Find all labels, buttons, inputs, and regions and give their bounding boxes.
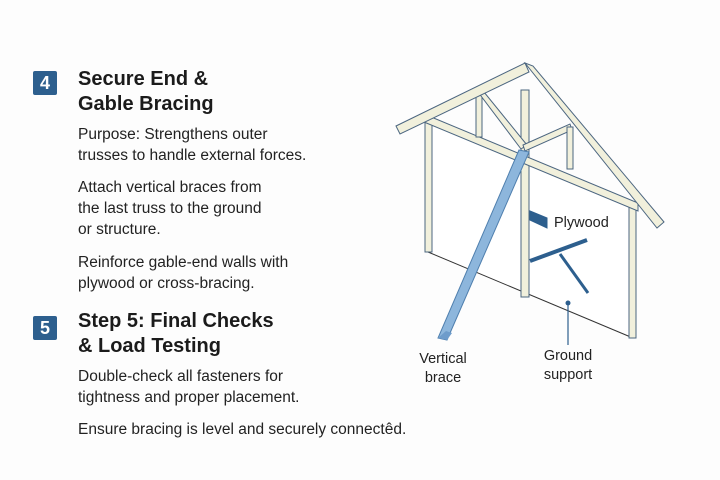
label-line: support xyxy=(543,367,593,383)
cross-brace xyxy=(558,253,590,294)
ground-line xyxy=(427,251,634,339)
text-line: tightness and proper placement. xyxy=(78,389,300,406)
label-line: brace xyxy=(424,370,462,386)
text-line: Double-check all fasteners for xyxy=(78,368,284,385)
step-5-bracing-text: Ensure bracing is level and securely con… xyxy=(78,419,406,440)
step-5-fasteners-text: Double-check all fasteners for tightness… xyxy=(78,366,299,408)
text-line: Purpose: Strengthens outer xyxy=(78,126,268,143)
web xyxy=(475,94,483,138)
step-4-badge: 4 xyxy=(33,71,57,95)
step-4-purpose: Purpose: Strengthens outer trusses to ha… xyxy=(78,124,306,166)
left-rafter xyxy=(395,62,530,135)
text-line: Attach vertical braces from xyxy=(78,179,262,196)
ground-support-label: Ground support xyxy=(528,347,608,385)
text-line: the last truss to the ground xyxy=(78,200,262,217)
title-line: Secure End & xyxy=(78,68,209,90)
title-line: Gable Bracing xyxy=(78,93,214,115)
plywood-bracing xyxy=(529,210,590,294)
ground-support-pointer xyxy=(565,300,571,345)
step-4-attach-text: Attach vertical braces from the last tru… xyxy=(78,177,262,240)
label-line: Vertical xyxy=(419,351,467,367)
text-line: plywood or cross-bracing. xyxy=(78,275,255,292)
right-rafter xyxy=(523,61,665,229)
step-4-title: Secure End & Gable Bracing xyxy=(78,67,214,117)
step-5-title: Step 5: Final Checks & Load Testing xyxy=(78,309,274,359)
text-line: or structure. xyxy=(78,221,161,238)
text-line: trusses to handle external forces. xyxy=(78,147,307,164)
web xyxy=(566,126,574,170)
plywood-label: Plywood xyxy=(554,215,609,231)
center-post xyxy=(520,89,530,298)
step-5-badge: 5 xyxy=(33,316,57,340)
title-line: & Load Testing xyxy=(78,335,221,357)
web xyxy=(522,123,573,152)
truss-frame xyxy=(395,61,665,339)
step-4-reinforce-text: Reinforce gable-end walls with plywood o… xyxy=(78,252,288,294)
left-post xyxy=(424,117,433,253)
right-post xyxy=(628,204,637,339)
text-line: Reinforce gable-end walls with xyxy=(78,254,289,271)
vertical-brace-label: Vertical brace xyxy=(403,350,483,388)
plywood-mark xyxy=(529,210,548,229)
vertical-brace xyxy=(437,149,530,341)
cross-brace xyxy=(529,238,588,263)
text-line: Ensure bracing is level and securely con… xyxy=(78,421,407,438)
label-line: Ground xyxy=(543,348,593,364)
title-line: Step 5: Final Checks xyxy=(78,310,274,332)
